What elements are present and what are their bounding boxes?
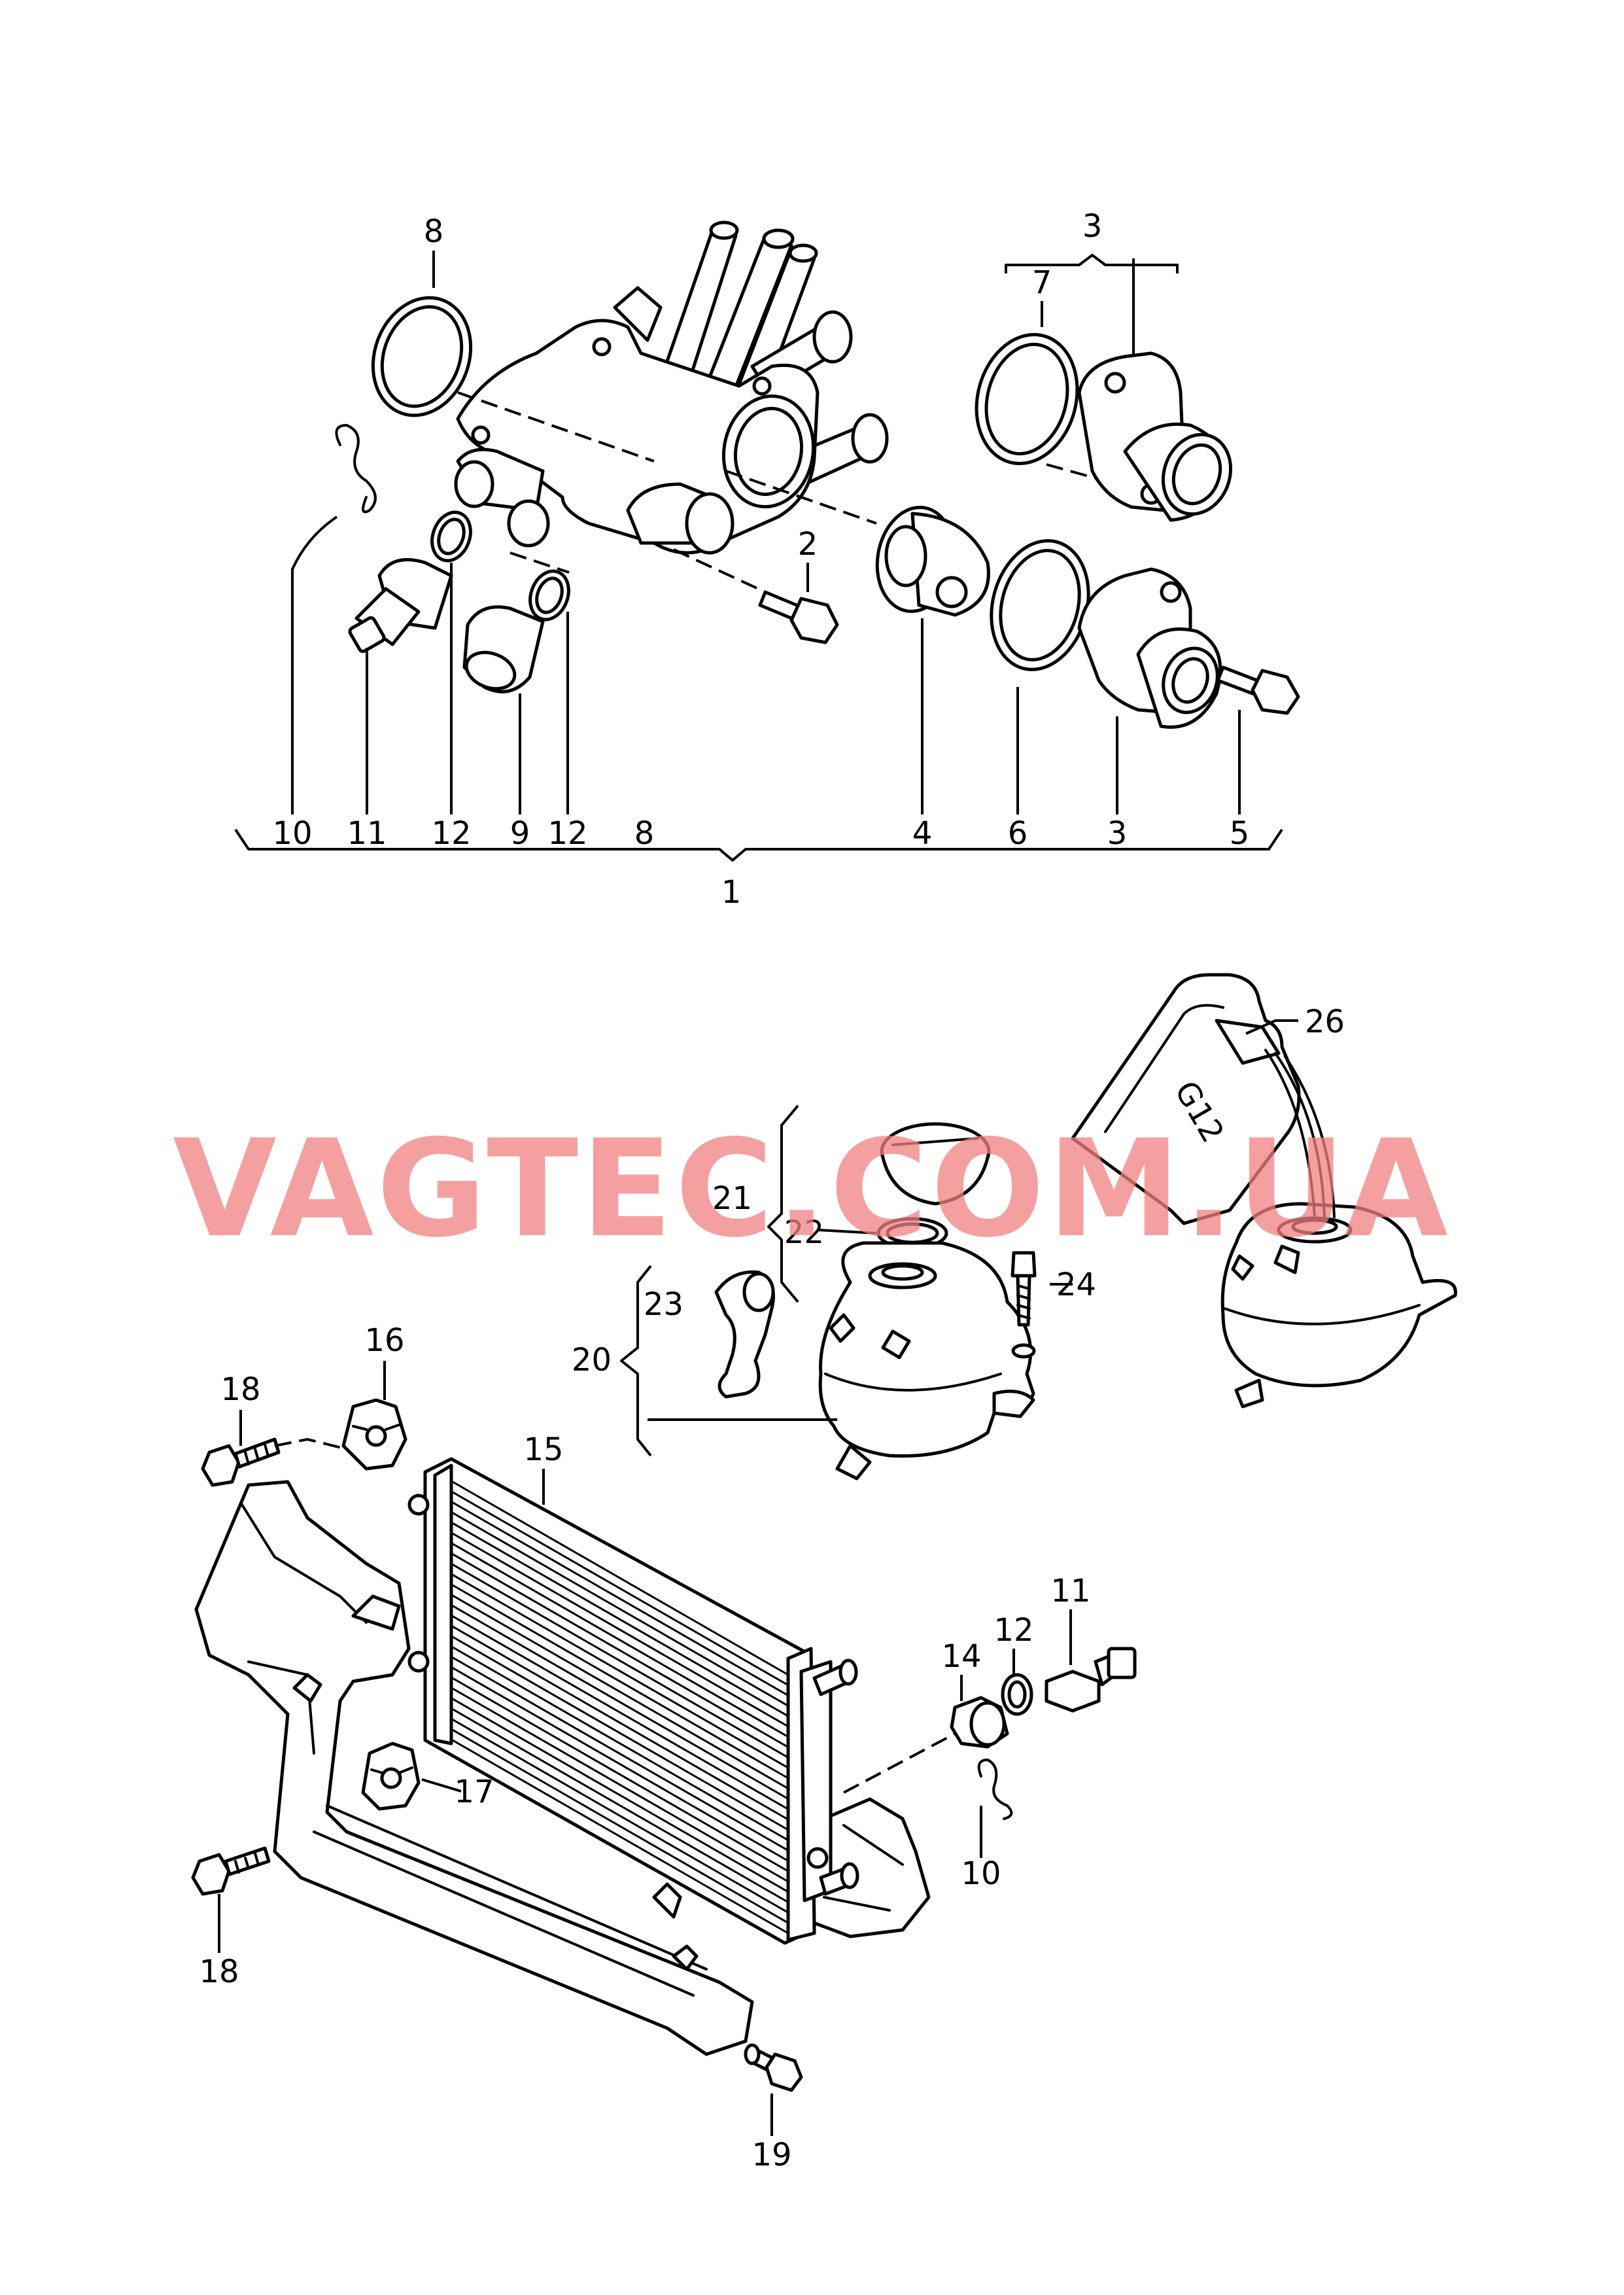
radiator-fin: [452, 1646, 789, 1842]
radiator-fin: [452, 1625, 789, 1821]
callout-22: 22: [784, 1214, 824, 1251]
radiator-fin: [452, 1522, 789, 1717]
callout-16: 16: [364, 1322, 404, 1359]
callout-12-bottom: 12: [993, 1612, 1033, 1649]
callout-10-top: 10: [272, 815, 312, 852]
radiator-15: [407, 1457, 859, 1945]
radiator-fin: [452, 1512, 789, 1707]
thermo-switch-14: [950, 1696, 1009, 1749]
cap-seal-22: [876, 1217, 948, 1250]
radiator-fin: [452, 1719, 789, 1914]
callout-5: 5: [1230, 815, 1250, 852]
callout-11-top: 11: [347, 815, 387, 852]
seal-ring-6: [990, 539, 1090, 671]
coolant-expansion-tank: [818, 1241, 1035, 1480]
bolt-5: [1216, 665, 1300, 715]
radiator-fin: [452, 1564, 789, 1759]
callout-21: 21: [712, 1180, 752, 1217]
retaining-clip-10: [335, 423, 377, 514]
coolant-flange-3-lower: [1077, 567, 1222, 729]
radiator-fin: [452, 1480, 789, 1676]
callout-11-bottom: 11: [1050, 1573, 1090, 1609]
radiator-fin: [452, 1543, 789, 1738]
callout-6: 6: [1008, 815, 1028, 852]
radiator-fin: [452, 1605, 789, 1800]
callout-18-bottom: 18: [199, 1953, 239, 1990]
retaining-clip-10-lower: [977, 1758, 1013, 1820]
radiator-fin: [452, 1708, 789, 1903]
radiator-fin: [452, 1687, 789, 1883]
thermostat-housing-assembly: [234, 220, 1300, 862]
seal-ring-8: [371, 296, 473, 417]
radiator-fin: [452, 1553, 789, 1748]
callout-4: 4: [912, 815, 933, 852]
callout-23: 23: [644, 1286, 683, 1323]
callout-24: 24: [1056, 1267, 1096, 1303]
radiator-fin: [452, 1501, 789, 1696]
drain-plug-19: [744, 2043, 803, 2092]
radiator-fin: [452, 1573, 789, 1769]
expansion-tank-group: G12: [620, 973, 1457, 1480]
callout-1: 1: [721, 874, 742, 911]
seal-ring-12-left: [430, 510, 472, 563]
coolant-flange-3-upper: [1077, 351, 1233, 522]
radiator-group: [191, 1361, 1137, 2136]
callout-3-top: 3: [1082, 208, 1103, 245]
temperature-sender-11: [348, 558, 453, 654]
radiator-fin: [452, 1584, 789, 1779]
radiator-fin: [452, 1677, 789, 1872]
callout-17: 17: [454, 1774, 494, 1810]
tank-bracket-23: [714, 1270, 775, 1399]
radiator-fin: [452, 1491, 789, 1687]
callout-19: 19: [752, 2137, 791, 2173]
callout-9: 9: [510, 815, 530, 852]
coolant-expansion-tank-filled: [1220, 1202, 1457, 1409]
callout-12-left: 12: [431, 815, 471, 852]
sealing-plug-9: [462, 605, 545, 693]
tank-bolt-24: [1011, 1251, 1037, 1359]
callout-labels: 8 3 7 2 10 11 12 9 12 8 4 6 3 5 1 26 21 …: [199, 208, 1345, 2173]
callout-10-bottom: 10: [961, 1855, 1001, 1892]
radiator-fin: [452, 1739, 789, 1935]
rubber-mount-17: [361, 1742, 421, 1811]
radiator-fin: [452, 1698, 789, 1893]
callout-15: 15: [523, 1431, 563, 1468]
radiator-fin: [452, 1532, 789, 1728]
callout-20: 20: [572, 1342, 612, 1378]
temperature-sender-11-lower: [1045, 1647, 1137, 1713]
radiator-fin: [452, 1667, 789, 1862]
radiator-fins: [452, 1480, 789, 1935]
callout-2: 2: [798, 526, 818, 563]
callout-8-top: 8: [424, 213, 444, 250]
seal-ring-12-right: [528, 569, 570, 622]
radiator-fin: [452, 1594, 789, 1790]
thermostat-housing-body: [454, 319, 820, 555]
seal-ring-7: [975, 332, 1079, 466]
rubber-mount-16: [341, 1398, 407, 1471]
callout-12-right: 12: [547, 815, 587, 852]
callout-7: 7: [1032, 264, 1052, 301]
callout-14: 14: [941, 1638, 981, 1675]
g12-coolant-jug-26: G12: [1071, 973, 1336, 1225]
radiator-fin: [452, 1656, 789, 1851]
filler-cap-21: [880, 1122, 991, 1206]
thermostat-4: [875, 506, 990, 617]
radiator-fin: [452, 1728, 789, 1924]
callout-26: 26: [1305, 1004, 1345, 1040]
callout-18-top: 18: [220, 1371, 260, 1408]
radiator-fin: [452, 1636, 789, 1831]
radiator-fin: [452, 1615, 789, 1810]
callout-8-bottom: 8: [634, 815, 655, 852]
bolt-18-lower: [191, 1846, 271, 1896]
watermark: VAGTEC.COM.UA: [173, 1112, 1451, 1267]
bolt-18-upper: [201, 1437, 281, 1487]
seal-ring-12-lower: [1001, 1673, 1033, 1716]
callout-3-bottom: 3: [1107, 815, 1128, 852]
bolt-2: [758, 590, 839, 644]
